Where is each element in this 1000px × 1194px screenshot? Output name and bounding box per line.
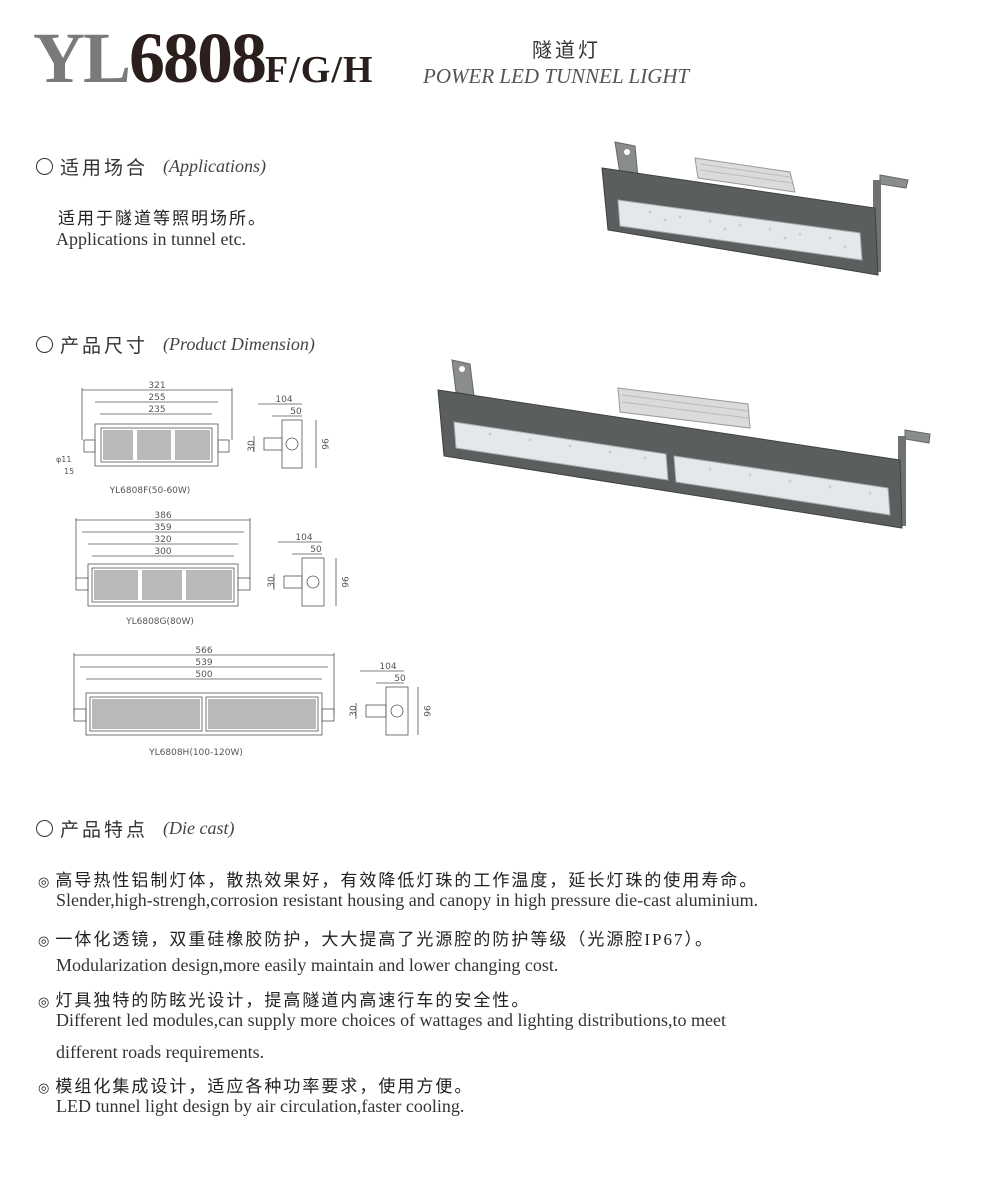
bullet-icon: ◎ xyxy=(38,994,52,1009)
dimension-drawing-f: 321 255 235 104 50 30 96 15 φ11 YL6808F(… xyxy=(56,381,329,496)
applications-heading-en: (Applications) xyxy=(163,156,266,176)
feature-3-cn: ◎灯具独特的防眩光设计，提高隧道内高速行车的安全性。 xyxy=(38,986,530,1011)
bullet-icon: ◎ xyxy=(38,933,52,948)
product-model-title: YL6808F/G/H xyxy=(33,22,373,94)
applications-text-en: Applications in tunnel etc. xyxy=(56,229,246,249)
model-number: 6808 xyxy=(129,18,267,98)
circle-icon xyxy=(36,158,53,175)
feature-4-cn-text: 模组化集成设计，适应各种功率要求，使用方便。 xyxy=(55,1077,474,1096)
applications-heading: 适用场合 (Applications) xyxy=(36,153,266,180)
circle-icon xyxy=(36,820,53,837)
applications-text-cn: 适用于隧道等照明场所。 xyxy=(58,209,267,228)
feature-1-cn: ◎高导热性铝制灯体，散热效果好，有效降低灯珠的工作温度，延长灯珠的使用寿命。 xyxy=(38,866,758,891)
model-suffix: F/G/H xyxy=(265,49,374,91)
dim-f-side-30: 30 xyxy=(247,440,257,452)
dim-g-side-96: 96 xyxy=(339,576,349,588)
features-heading-en: (Die cast) xyxy=(163,818,235,838)
dim-g-side-104: 104 xyxy=(295,533,312,543)
feature-4-cn: ◎模组化集成设计，适应各种功率要求，使用方便。 xyxy=(38,1072,473,1097)
dim-f-side-50: 50 xyxy=(290,407,302,417)
dim-h-side-50: 50 xyxy=(394,674,406,684)
dimension-drawing-h: 566 539 500 104 50 30 96 YL6808H(100-120… xyxy=(73,646,431,758)
feature-2-cn: ◎一体化透镜，双重硅橡胶防护，大大提高了光源腔的防护等级（光源腔IP67）。 xyxy=(38,925,714,950)
feature-3-en-line1: Different led modules,can supply more ch… xyxy=(56,1010,727,1030)
dim-g-300: 300 xyxy=(154,547,171,557)
feature-4-en: LED tunnel light design by air circulati… xyxy=(56,1096,465,1116)
dim-h-566: 566 xyxy=(195,646,212,656)
dimension-drawing-g: 386 359 320 300 104 50 30 96 YL6808G(80W… xyxy=(75,511,349,627)
dim-f-15: 15 xyxy=(64,467,74,476)
dimension-heading-en: (Product Dimension) xyxy=(163,334,315,354)
dimension-heading-cn: 产品尺寸 xyxy=(60,336,149,357)
applications-heading-cn: 适用场合 xyxy=(60,158,149,179)
dim-g-side-30: 30 xyxy=(267,576,277,588)
title-english: POWER LED TUNNEL LIGHT xyxy=(423,64,690,88)
dim-h-side-30: 30 xyxy=(349,705,359,717)
feature-3-en-line2: different roads requirements. xyxy=(56,1042,265,1062)
dim-h-side-96: 96 xyxy=(421,705,431,717)
product-photo-large xyxy=(437,359,931,529)
feature-1-en: Slender,high-strengh,corrosion resistant… xyxy=(56,890,759,910)
bullet-icon: ◎ xyxy=(38,874,52,889)
feature-3-cn-text: 灯具独特的防眩光设计，提高隧道内高速行车的安全性。 xyxy=(55,991,531,1010)
model-prefix: YL xyxy=(33,18,131,98)
circle-icon xyxy=(36,336,53,353)
features-heading: 产品特点 (Die cast) xyxy=(36,815,235,842)
dim-h-side-104: 104 xyxy=(379,662,396,672)
dim-g-side-50: 50 xyxy=(310,545,322,555)
dimension-heading: 产品尺寸 (Product Dimension) xyxy=(36,331,315,358)
bullet-icon: ◎ xyxy=(38,1080,52,1095)
feature-1-cn-text: 高导热性铝制灯体，散热效果好，有效降低灯珠的工作温度，延长灯珠的使用寿命。 xyxy=(55,871,759,890)
dim-f-321: 321 xyxy=(148,381,165,391)
title-chinese: 隧道灯 xyxy=(532,40,601,62)
caption-f: YL6808F(50-60W) xyxy=(109,486,191,496)
feature-2-cn-text: 一体化透镜，双重硅橡胶防护，大大提高了光源腔的防护等级（光源腔IP67）。 xyxy=(55,930,714,949)
feature-2-en: Modularization design,more easily mainta… xyxy=(56,955,559,975)
product-photo-small xyxy=(601,141,909,276)
dim-f-255: 255 xyxy=(148,393,165,403)
dim-f-side-96: 96 xyxy=(319,438,329,450)
dim-f-side-104: 104 xyxy=(275,395,292,405)
dim-f-235: 235 xyxy=(148,405,165,415)
features-heading-cn: 产品特点 xyxy=(60,820,149,841)
dim-h-500: 500 xyxy=(195,670,212,680)
dim-f-phi11: φ11 xyxy=(56,455,71,464)
dim-g-320: 320 xyxy=(154,535,171,545)
dim-g-386: 386 xyxy=(154,511,171,521)
dim-h-539: 539 xyxy=(195,658,212,668)
caption-g: YL6808G(80W) xyxy=(125,617,194,627)
dim-g-359: 359 xyxy=(154,523,171,533)
caption-h: YL6808H(100-120W) xyxy=(148,748,243,758)
